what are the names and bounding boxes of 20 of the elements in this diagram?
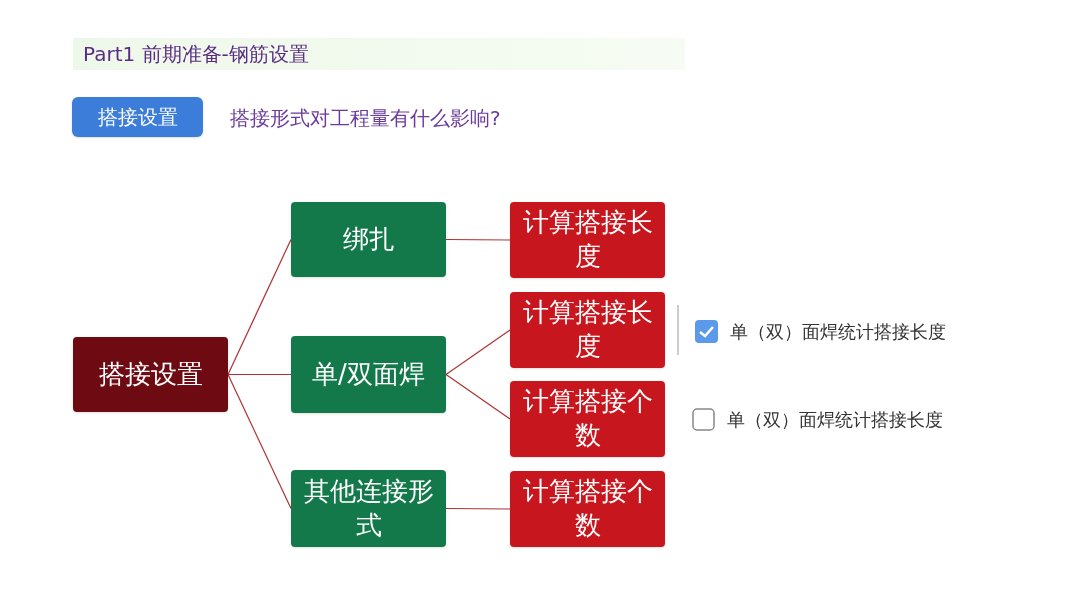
branch-box: 绑扎 [291, 202, 446, 277]
leaf-box: 计算搭接长度 [510, 202, 665, 278]
root-box: 搭接设置 [73, 337, 228, 412]
question-text: 搭接形式对工程量有什么影响? [230, 105, 501, 132]
connector-line [227, 373, 292, 510]
connector-line [445, 373, 511, 420]
leaf-box: 计算搭接个数 [510, 471, 665, 547]
connector-line [227, 238, 292, 376]
checkbox-label: 单（双）面焊统计搭接长度 [727, 408, 943, 432]
title-text: Part1 前期准备-钢筋设置 [83, 41, 309, 68]
tag-button: 搭接设置 [72, 97, 203, 137]
branch-box: 其他连接形式 [291, 470, 446, 547]
connector-line [227, 373, 292, 376]
connector-line [445, 238, 511, 241]
connector-line [445, 507, 511, 510]
checkbox-label: 单（双）面焊统计搭接长度 [730, 320, 946, 344]
leaf-box: 计算搭接长度 [510, 292, 665, 368]
connector-line [445, 329, 511, 376]
branch-box: 单/双面焊 [291, 336, 446, 413]
leaf-box: 计算搭接个数 [510, 381, 665, 457]
